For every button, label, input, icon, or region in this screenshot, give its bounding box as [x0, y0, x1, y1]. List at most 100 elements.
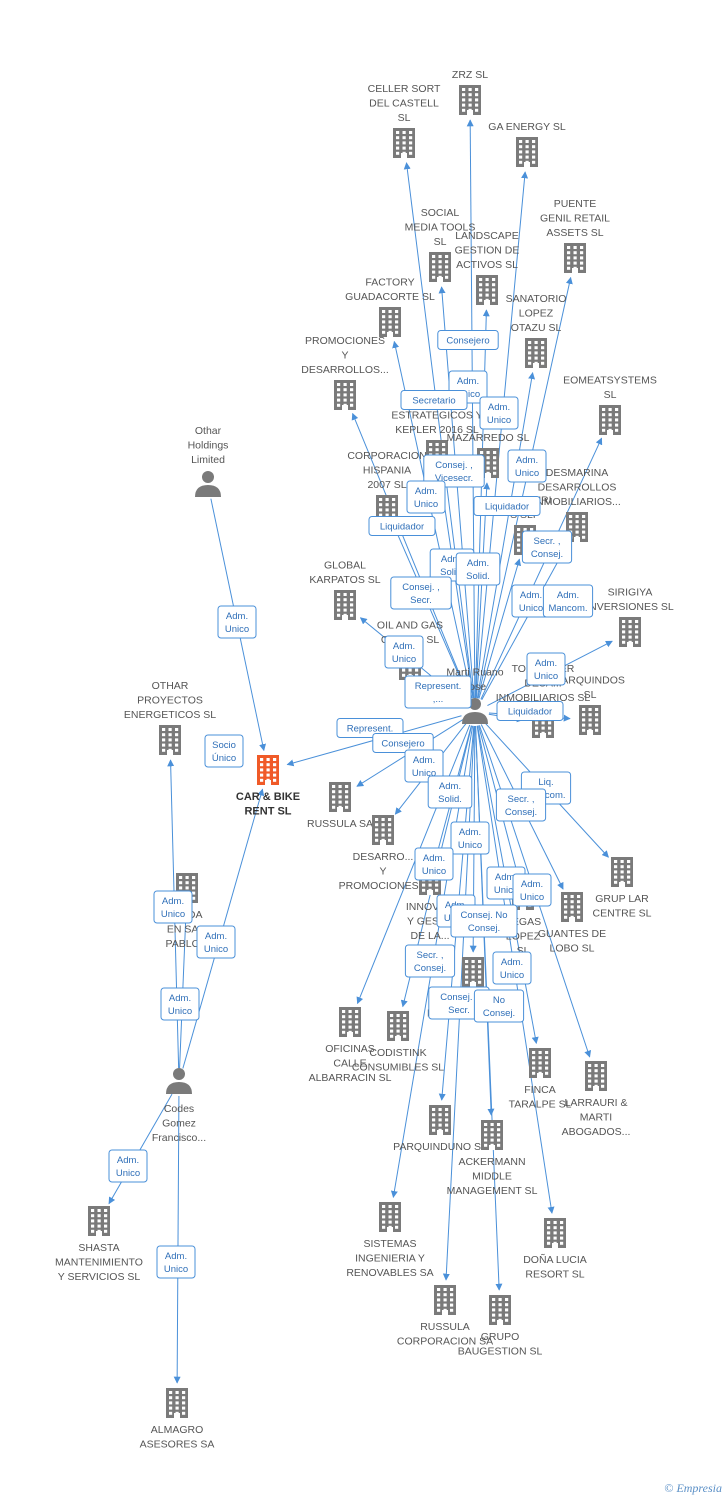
edge-label: Secretario — [400, 390, 468, 410]
node-promociones1[interactable]: PROMOCIONESYDESARROLLOS... — [301, 335, 389, 410]
building-icon — [544, 1218, 566, 1248]
node-label: GA ENERGY SL — [488, 121, 566, 133]
node-label: PROYECTOS — [137, 695, 203, 707]
node-codes[interactable]: CodesGomezFrancisco... — [152, 1068, 206, 1144]
edge-label-text: Liquidador — [508, 707, 552, 718]
node-label: PROMOCIONES — [305, 335, 385, 347]
node-zrz[interactable]: ZRZ SL — [452, 69, 488, 115]
building-icon — [88, 1206, 110, 1236]
edge-label-text: Adm. — [457, 376, 479, 387]
edge-label-text: Unico — [520, 892, 544, 903]
edge-label-text: Unico — [168, 1006, 192, 1017]
edge-label: Adm.Solid. — [455, 552, 501, 586]
person-icon — [166, 1068, 192, 1094]
node-ga[interactable]: GA ENERGY SL — [488, 121, 566, 167]
edge-label-text: Adm. — [162, 896, 184, 907]
edge-marti-kepler — [437, 474, 474, 699]
edge-label-text: Unico — [458, 840, 482, 851]
edge-label-text: Unico — [392, 654, 416, 665]
node-desarrollos2[interactable]: DESARRO...YPROMOCIONES... — [339, 815, 428, 892]
node-label: ACKERMANN — [458, 1156, 525, 1168]
watermark: ©Empresia — [664, 1481, 722, 1496]
edge-label-text: Solid. — [438, 794, 462, 805]
edge-marti-celler — [403, 162, 474, 699]
building-icon — [159, 725, 181, 755]
edge-marti-mazarredo — [475, 482, 491, 699]
edge-label-text: Liquidador — [485, 502, 529, 513]
node-label: SL — [604, 389, 617, 401]
node-label: GUANTES DE — [538, 928, 606, 940]
building-icon — [339, 1007, 361, 1037]
node-label: INGENIERIA Y — [355, 1253, 425, 1265]
edge-label-text: Adm. — [205, 931, 227, 942]
edge-marti-corporacion — [394, 527, 470, 700]
node-label: INMOBILIARIOS... — [533, 496, 621, 508]
edge-marti-puente — [477, 276, 573, 699]
building-icon — [387, 1011, 409, 1041]
edge-label: Liquidador — [368, 516, 436, 536]
edge-marti-eomeat — [480, 437, 603, 700]
node-label: Y — [341, 350, 348, 362]
building-icon — [334, 590, 356, 620]
node-label: ESTRATEGICOS Y — [391, 410, 482, 422]
node-label: ENERGETICOS SL — [124, 709, 216, 721]
edge-label: Adm.Unico — [512, 873, 552, 907]
node-russula[interactable]: RUSSULA SA — [307, 782, 373, 830]
node-label: BAUGESTION SL — [458, 1346, 543, 1358]
edge-label-text: Unico — [519, 603, 543, 614]
node-larrauri2[interactable]: LARRAURI &MARTIABOGADOS... — [562, 1061, 631, 1138]
edge-label: Consejero — [372, 733, 434, 753]
node-parquinduno[interactable]: PARQUINDUNO SL — [393, 1105, 487, 1153]
node-label: OTAZU SL — [511, 322, 562, 334]
building-icon — [585, 1061, 607, 1091]
node-desmarina[interactable]: DESMARINADESARROLLOSINMOBILIARIOS... — [533, 467, 621, 542]
edge-label: Adm.Unico — [160, 987, 200, 1021]
node-label: PROMOCIONES... — [339, 880, 428, 892]
node-label: Holdings — [188, 440, 229, 452]
node-grupo[interactable]: GRUPO BAUGESTION SL — [458, 1295, 543, 1358]
node-label: CORPORACION — [347, 450, 426, 462]
node-label: CODISTINK — [369, 1047, 426, 1059]
edge-label: Represent. — [336, 718, 404, 738]
edge-label-text: Adm. — [557, 590, 579, 601]
node-label: FINCA — [524, 1084, 556, 1096]
edge-label-text: Represent. — [415, 681, 461, 692]
node-label: LARRAURI & — [564, 1097, 627, 1109]
building-icon — [611, 857, 633, 887]
node-label: DEL CASTELL — [369, 98, 439, 110]
node-label: GRUPO — [481, 1331, 520, 1343]
building-icon — [379, 307, 401, 337]
node-label: HISPANIA — [363, 465, 411, 477]
edge-label-text: Vicesecr. — [435, 473, 473, 484]
edge-label-text: Unico — [515, 468, 539, 479]
edge-label-text: Liq. — [538, 777, 553, 788]
edge-label-text: Consej. No — [461, 910, 508, 921]
building-icon — [393, 128, 415, 158]
node-label: OFICINAS — [325, 1043, 375, 1055]
building-icon — [462, 957, 484, 987]
